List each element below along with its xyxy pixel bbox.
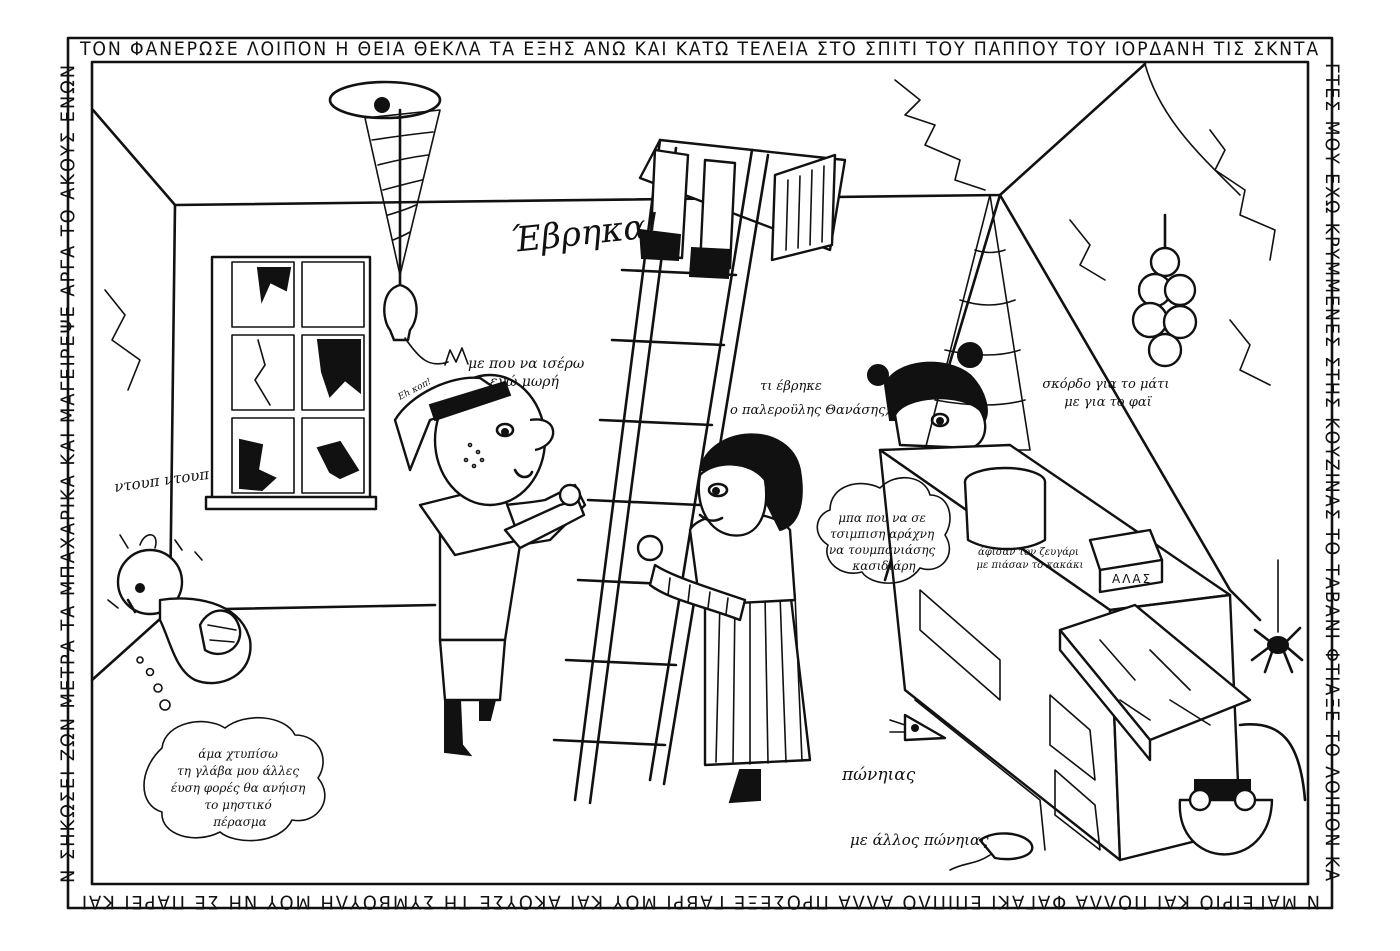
border-text-top: ΤΟΝ ΦΑΝΕΡΩΣΕ ΛΟΙΠΟΝ Η ΘΕΙΑ ΘΕΚΛΑ ΤΑ ΕΞΗΣ… [79,38,1320,60]
sailor-man [393,347,587,757]
knocking-sound: ντουπ ντουπ [113,465,211,496]
girl-peeking [867,194,1031,451]
mouse-icon [889,713,1034,871]
broken-window [204,255,378,511]
found-exclamation: Έβρηκα! [509,206,662,261]
border-text-right: ΓΤΕΣ ΜΟΥ ΕΧΩ ΚΡΥΜΜΕΝΕΣ ΣΤΗΣ ΚΟΥΖΙΝΑΣ ΤΟ … [1321,63,1343,883]
cabinet: ΑΛΑΣ [878,443,1307,862]
border-text-bottom: Ν ΜΑΓΕΙΡΙΟ ΚΑΙ ΠΟΛΛΑ ΦΑΓΑΚΙ ΕΠΙΠΛΟ ΑΛΛΑ … [80,891,1320,913]
frame [66,36,1334,910]
woman-speech-cloud [816,476,951,584]
ladder [552,138,847,805]
woman [636,433,812,804]
baby [107,534,252,711]
cabinet-note: άφισαν τον ζευγάρι με πιάσαν το κακάκι [977,547,1084,571]
garlic-icon [1131,213,1198,368]
garlic-note: σκόρδο για το μάτι με για το φαϊ [1042,377,1173,410]
spider-icon [1250,559,1304,674]
woman-question: τι έβρηκε ο παλεροϋλης Θανάσης; [730,379,890,418]
baby-thought-cloud [143,716,326,842]
woman-cloud-text: μπα που να σε τσιμπιση αράχνη να τουμπαν… [829,511,939,573]
salt-box-label: ΑΛΑΣ [1112,572,1152,586]
mouse-label: πώνηιας [841,765,916,785]
light-bulb-icon [328,80,449,365]
second-mouse-label: με άλλος πώνηιας [850,831,989,849]
border-text-left: Ν ΣΗΚΩΣΕΙ ΖΩΝ ΜΕΤΡΑ ΤΑ ΜΠΑΧΑΡΙΚΑ ΚΑΙ ΜΑΓ… [57,63,79,883]
sailor-speech: με που να ισέρω εγώ μωρή [468,355,589,390]
baby-thought-text: άμα χτυπίσω τη γλάβα μου άλλες έυση φορέ… [171,747,309,829]
